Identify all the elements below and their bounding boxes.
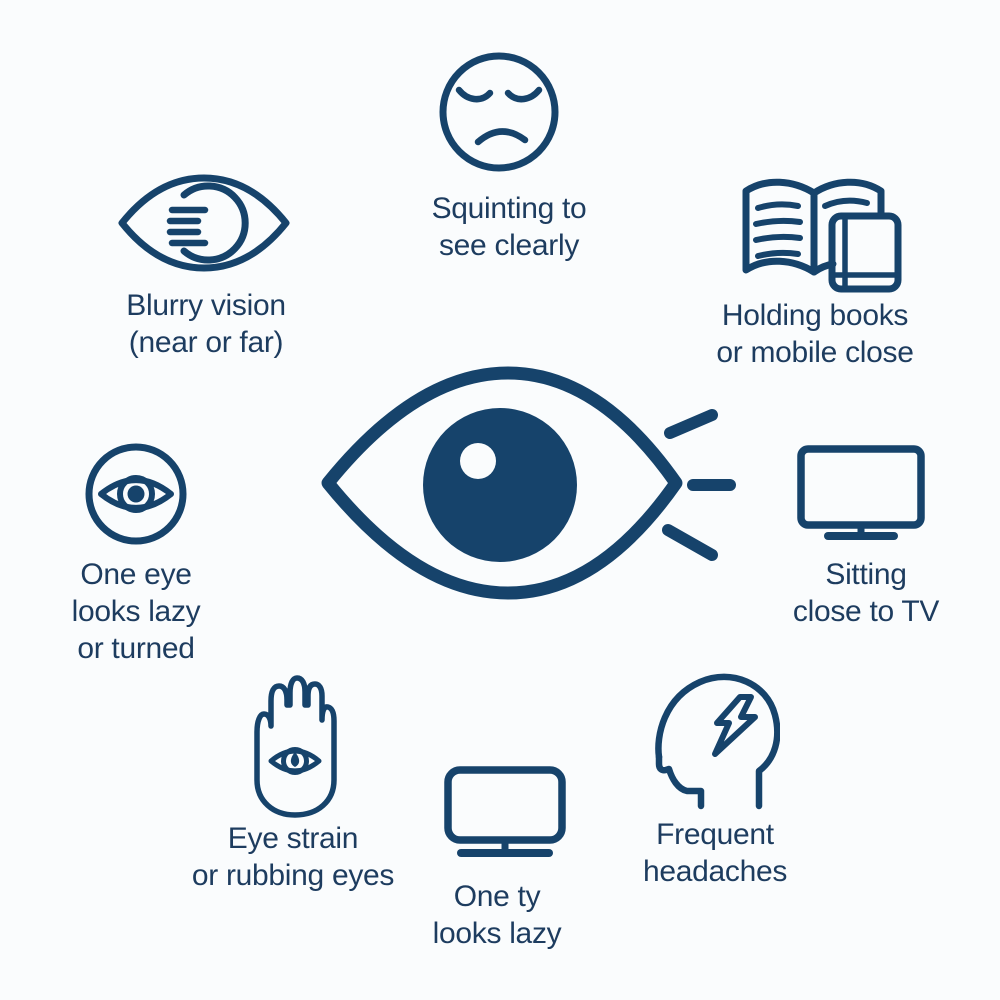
tv-icon bbox=[797, 445, 925, 541]
squinting-face-icon bbox=[437, 50, 561, 174]
label-squinting: Squinting to see clearly bbox=[431, 192, 587, 262]
label-frequent-headaches: Frequent headaches bbox=[642, 818, 788, 888]
blurry-vision-eye-icon bbox=[118, 174, 290, 272]
head-lightning-icon bbox=[648, 668, 780, 810]
label-eye-strain: Eye strain or rubbing eyes bbox=[191, 822, 395, 892]
label-one-ty-lazy: One ty looks lazy bbox=[432, 880, 562, 950]
hand-with-eye-icon bbox=[244, 674, 340, 820]
label-holding-books: Holding books or mobile close bbox=[716, 299, 914, 369]
book-and-phone-icon bbox=[733, 171, 908, 295]
eye-in-circle-icon bbox=[83, 441, 189, 547]
tv-icon bbox=[444, 766, 566, 858]
label-sitting-close-tv: Sitting close to TV bbox=[792, 558, 940, 628]
label-one-eye-lazy: One eye looks lazy or turned bbox=[71, 558, 201, 665]
label-blurry-vision: Blurry vision (near or far) bbox=[126, 289, 286, 359]
central-eye-icon bbox=[312, 365, 737, 600]
